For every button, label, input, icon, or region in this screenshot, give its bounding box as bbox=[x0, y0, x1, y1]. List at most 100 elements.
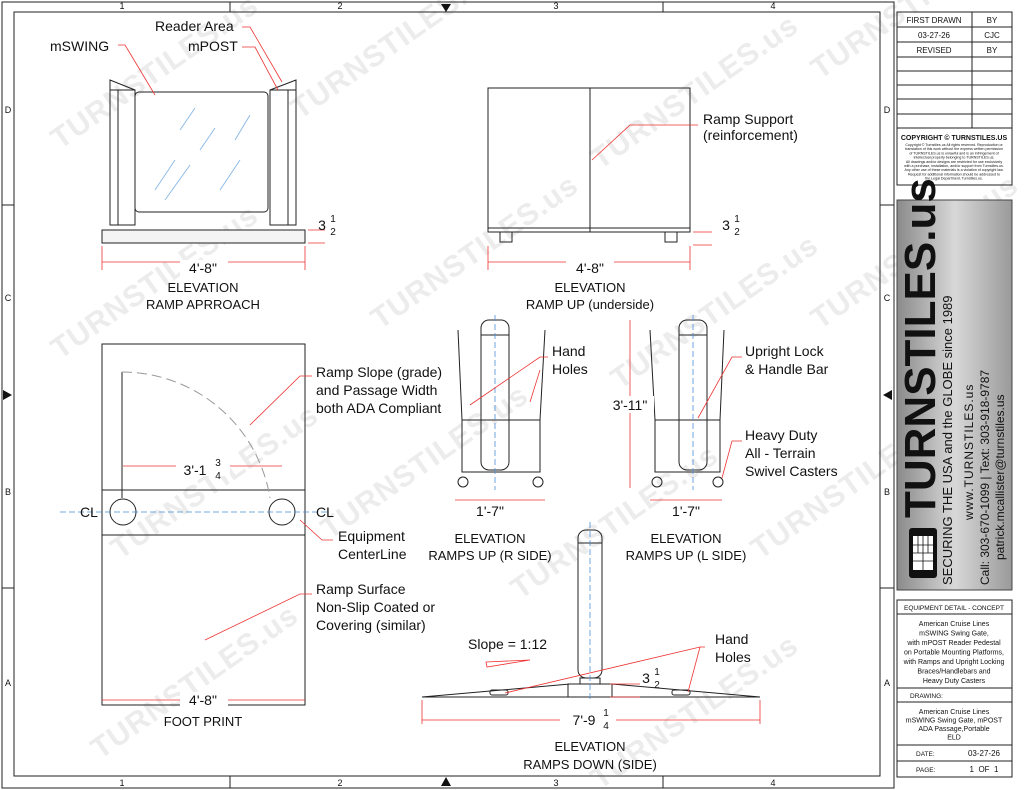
copyright-line: of TURNSTILES.us is unlawful and is an i… bbox=[909, 151, 998, 155]
copyright-line: All drawings and/or designs are restrict… bbox=[906, 160, 1002, 164]
copyright-line: Copyright © Turnstiles.us All rights res… bbox=[905, 143, 1003, 147]
copyright-line: intellectual property belonging to TURNS… bbox=[914, 156, 995, 160]
label-heavy-duty: Heavy Duty bbox=[745, 427, 817, 443]
view-ramp-underside: Ramp Support (reinforcement) 4'-8" 3 1 2… bbox=[487, 87, 798, 312]
watermark-text: TURNSTILES.us bbox=[505, 438, 724, 605]
turnstile-logo-icon bbox=[909, 528, 937, 578]
revised-by-header: BY bbox=[987, 46, 998, 55]
view-ramp-approach: mSWING Reader Area mPOST 4'-8" 3 1 2 ELE… bbox=[50, 18, 336, 312]
drawing-name-line: American Cruise Lines bbox=[919, 709, 990, 716]
dim-swing-den: 4 bbox=[215, 471, 221, 482]
dim-swing-whole: 3'-1 bbox=[184, 462, 207, 478]
label-slope: Slope = 1:12 bbox=[468, 636, 547, 652]
zone-col-3-bottom: 3 bbox=[553, 778, 558, 788]
watermark-text: TURNSTILES.us bbox=[585, 8, 804, 175]
description-line: American Cruise Lines bbox=[919, 621, 990, 628]
view-title: FOOT PRINT bbox=[164, 714, 243, 729]
label-mpost: mPOST bbox=[188, 38, 238, 54]
label-covering: Covering (similar) bbox=[316, 617, 426, 633]
date-value: 03-27-26 bbox=[968, 749, 1001, 758]
dim-height-den: 2 bbox=[734, 227, 740, 238]
view-footprint: 3'-1 3 4 CL CL Ramp Slope (grade) and Pa… bbox=[60, 343, 442, 729]
label-reader-area: Reader Area bbox=[155, 18, 234, 34]
label-all-terrain: All - Terrain bbox=[745, 445, 816, 461]
copyright-line: the Legal Department, Turnstiles.us. bbox=[925, 177, 983, 181]
label-holes: Holes bbox=[715, 649, 751, 665]
zone-col-4: 4 bbox=[770, 1, 775, 11]
label-swivel-casters: Swivel Casters bbox=[745, 463, 838, 479]
zone-row-b-right: B bbox=[884, 487, 890, 497]
watermark-text: TURNSTILES.us bbox=[85, 598, 304, 765]
view-title: ELEVATION bbox=[167, 280, 238, 295]
first-drawn-header: FIRST DRAWN bbox=[906, 16, 961, 25]
logo-panel bbox=[896, 199, 1013, 591]
logo-phone: Call: 303-670-1099 | Text: 303-918-9787 bbox=[978, 370, 992, 585]
copyright-line: Request for additional information shoul… bbox=[908, 172, 1000, 176]
copyright-line: with a purchase, installation, and/or su… bbox=[904, 164, 1004, 168]
zone-row-d-right: D bbox=[884, 105, 891, 115]
centering-arrows bbox=[3, 4, 892, 786]
zone-row-a: A bbox=[5, 678, 11, 688]
watermark-text: TURNSTILES.us bbox=[105, 398, 324, 565]
zone-ticks bbox=[2, 2, 894, 788]
description-line: Heavy Duty Casters bbox=[923, 678, 986, 685]
drawing-name-line: ELD bbox=[947, 735, 961, 742]
dim-width-whole: 7'-9 bbox=[573, 712, 596, 728]
view-ramps-up-l-side: 3'-11" Upright Lock & Handle Bar Heavy D… bbox=[606, 315, 838, 563]
label-hand: Hand bbox=[552, 343, 585, 359]
logo-brand: TURNSTILES.us bbox=[896, 178, 945, 518]
logo-email: patrick.mcallister@turnstiles.us bbox=[993, 394, 1007, 560]
drawing-name-line: ADA Passage,Portable bbox=[918, 726, 989, 733]
view-subtitle: RAMP APRROACH bbox=[146, 297, 260, 312]
first-drawn-date: 03-27-26 bbox=[918, 31, 951, 40]
zone-row-b: B bbox=[5, 487, 11, 497]
dim-width-den: 4 bbox=[603, 721, 609, 732]
dim-width: 4'-8" bbox=[189, 692, 217, 708]
dim-width: 1'-7" bbox=[476, 503, 504, 519]
date-label: DATE: bbox=[916, 751, 935, 758]
zone-col-2-bottom: 2 bbox=[337, 778, 342, 788]
description-line: with Ramps and Upright Locking bbox=[903, 659, 1005, 666]
zone-col-1-bottom: 1 bbox=[119, 778, 124, 788]
label-ramp-surface: Ramp Surface bbox=[316, 581, 406, 597]
view-subtitle: RAMPS DOWN (SIDE) bbox=[523, 757, 657, 772]
zone-labels: 1 2 3 4 1 2 3 4 D C B A D C B A bbox=[5, 1, 891, 788]
centerline-symbol-left: CL bbox=[80, 504, 98, 520]
zone-col-3: 3 bbox=[553, 1, 558, 11]
label-handle-bar: & Handle Bar bbox=[745, 361, 829, 377]
label-ramp-slope: Ramp Slope (grade) bbox=[316, 364, 442, 380]
view-subtitle: RAMPS UP (L SIDE) bbox=[626, 548, 747, 563]
dim-height-den: 2 bbox=[330, 227, 336, 238]
dim-height: 3'-11" bbox=[613, 397, 648, 413]
logo-tagline: SECURING THE USA and the GLOBE since 198… bbox=[940, 295, 955, 585]
dim-width-num: 1 bbox=[603, 708, 609, 719]
zone-col-1: 1 bbox=[119, 1, 124, 11]
label-holes: Holes bbox=[552, 361, 588, 377]
inner-frame bbox=[13, 11, 881, 777]
dim-height-num: 1 bbox=[654, 667, 660, 678]
outer-frame bbox=[1, 1, 895, 789]
dim-height-whole: 3 bbox=[642, 670, 650, 686]
watermark-text: TURNSTILES.us bbox=[805, 0, 1024, 86]
zone-col-4-bottom: 4 bbox=[770, 778, 775, 788]
zone-row-c-right: C bbox=[884, 293, 891, 303]
revised-header: REVISED bbox=[916, 46, 951, 55]
dim-height-num: 1 bbox=[330, 214, 336, 225]
label-ramp-support: Ramp Support bbox=[703, 111, 793, 127]
dim-width: 4'-8" bbox=[189, 260, 217, 276]
view-title: ELEVATION bbox=[554, 739, 625, 754]
logo-website: www.TURNSTILES.us bbox=[962, 384, 976, 521]
dim-height-den: 2 bbox=[654, 680, 660, 691]
zone-row-c: C bbox=[5, 293, 12, 303]
dim-width: 1'-7" bbox=[672, 503, 700, 519]
label-ada-compliant: both ADA Compliant bbox=[316, 400, 441, 416]
section-header: EQUIPMENT DETAIL - CONCEPT bbox=[904, 605, 1004, 612]
label-hand: Hand bbox=[715, 631, 748, 647]
zone-col-2: 2 bbox=[337, 1, 342, 11]
label-centerline: CenterLine bbox=[338, 546, 407, 562]
copyright-notice: Copyright © Turnstiles.us All rights res… bbox=[904, 143, 1004, 181]
zone-row-a-right: A bbox=[884, 678, 890, 688]
